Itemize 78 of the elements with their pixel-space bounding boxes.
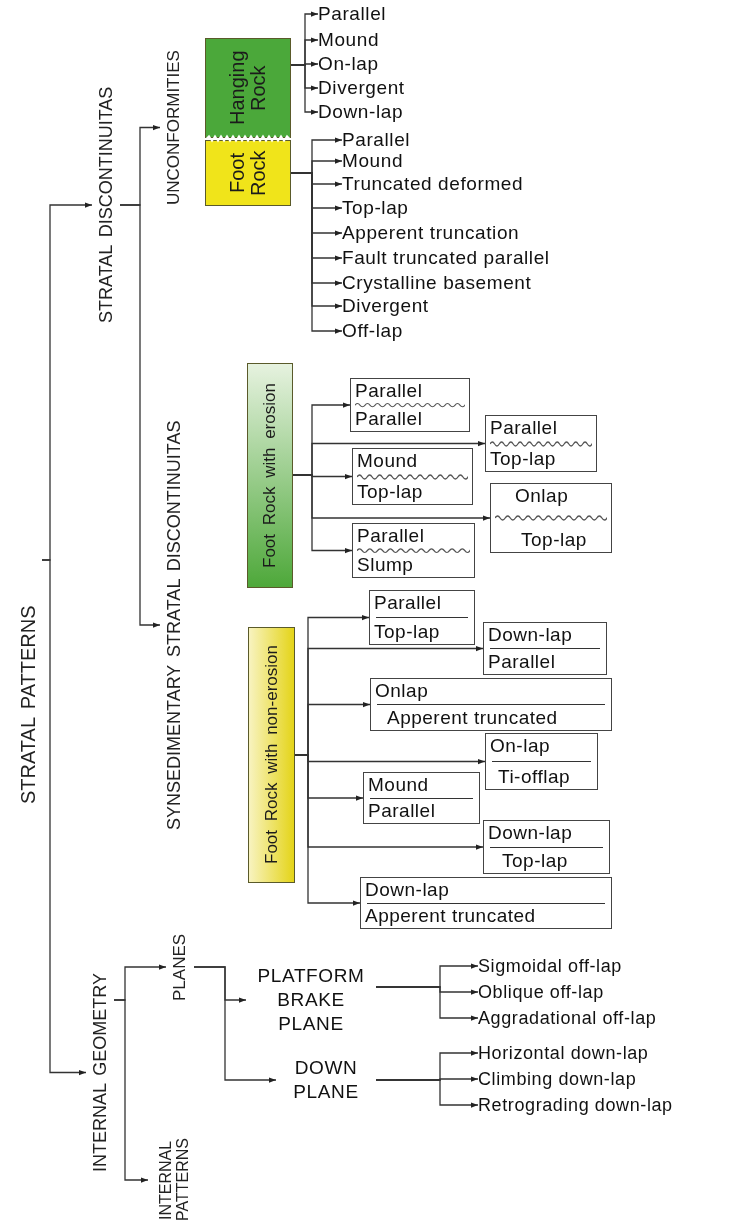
category-label: PLANES xyxy=(166,922,194,1012)
box-label: Down-lap xyxy=(488,822,574,844)
box-label: Top-lap xyxy=(374,621,441,643)
pattern-box xyxy=(352,523,475,578)
category-label: SYNSEDIMENTARY STRATAL DISCONTINUITAS xyxy=(160,355,188,895)
pattern-label: Off-lap xyxy=(342,319,612,343)
pattern-box xyxy=(360,877,612,929)
category-label: DOWN PLANE xyxy=(276,1052,376,1108)
pattern-box xyxy=(350,378,470,432)
pattern-label: Parallel xyxy=(342,128,612,152)
connector-arrow xyxy=(292,474,353,554)
connector-arrow xyxy=(41,559,87,1076)
box-label: Apperent truncated xyxy=(386,707,559,729)
box-label: Parallel xyxy=(374,592,443,614)
pattern-label: Climbing down-lap xyxy=(478,1067,748,1091)
box-label: Parallel xyxy=(355,380,424,402)
pattern-label: Truncated deformed xyxy=(342,172,612,196)
pattern-label: Aggradational off-lap xyxy=(478,1006,748,1030)
connector-arrow xyxy=(294,754,361,906)
pattern-box xyxy=(363,772,480,824)
pattern-label: Parallel xyxy=(318,2,588,26)
box-label: Down-lap xyxy=(488,624,574,646)
connector-arrow xyxy=(290,172,343,334)
connector-arrow xyxy=(375,1079,479,1108)
pattern-label: On-lap xyxy=(318,52,588,76)
pattern-box xyxy=(369,590,475,645)
pattern-box xyxy=(370,678,612,731)
category-label: UNCONFORMITIES xyxy=(160,30,188,225)
pattern-box xyxy=(352,448,473,505)
pattern-box xyxy=(485,415,597,472)
box-label: Top-lap xyxy=(520,529,588,551)
connector-arrow xyxy=(119,204,161,628)
pattern-label: Sigmoidal off-lap xyxy=(478,954,748,978)
box-label: Parallel xyxy=(368,800,437,822)
connector-arrow xyxy=(193,966,277,1083)
box-label: Top-lap xyxy=(490,448,557,470)
box-label: Ti-offlap xyxy=(497,766,572,788)
category-label: PLATFORM BRAKE PLANE xyxy=(246,955,376,1045)
box-label: Mound xyxy=(357,450,419,472)
box-label: Mound xyxy=(368,774,430,796)
category-label: INTERNAL PATTERNS xyxy=(148,1130,202,1230)
pattern-label: Oblique off-lap xyxy=(478,980,748,1004)
pattern-box xyxy=(483,622,607,675)
box-label: On-lap xyxy=(490,735,552,757)
box-label: Parallel xyxy=(355,408,424,430)
box-label: Apperent truncated xyxy=(365,905,537,927)
pattern-label: Down-lap xyxy=(318,100,588,124)
pattern-label: Horizontal down-lap xyxy=(478,1041,748,1065)
pattern-box xyxy=(485,733,598,790)
rock-box: Foot Rock with erosion xyxy=(247,363,293,588)
rock-box: Foot Rock with non-erosion xyxy=(248,627,295,883)
rock-box: Foot Rock xyxy=(205,140,291,206)
pattern-label: Top-lap xyxy=(342,196,612,220)
rock-box: Hanging Rock xyxy=(205,38,291,138)
box-label: Down-lap xyxy=(365,879,451,901)
pattern-label: Divergent xyxy=(342,294,612,318)
pattern-label: Retrograding down-lap xyxy=(478,1093,748,1117)
box-label: Parallel xyxy=(490,417,559,439)
box-label: Top-lap xyxy=(501,850,569,872)
pattern-label: Divergent xyxy=(318,76,588,100)
pattern-box xyxy=(483,820,610,874)
pattern-label: Mound xyxy=(342,149,612,173)
box-label: Slump xyxy=(357,554,415,576)
category-label: STRATAL PATTERNS xyxy=(14,540,42,870)
box-label: Onlap xyxy=(514,485,570,507)
box-label: Top-lap xyxy=(357,481,424,503)
box-label: Parallel xyxy=(357,525,426,547)
box-label: Onlap xyxy=(375,680,430,702)
connector-arrow xyxy=(375,986,479,1021)
category-label: STRATAL DISCONTINUITAS xyxy=(92,60,120,350)
pattern-box xyxy=(490,483,612,553)
pattern-label: Fault truncated parallel xyxy=(342,246,612,270)
pattern-label: Apperent truncation xyxy=(342,221,612,245)
pattern-label: Mound xyxy=(318,28,588,52)
category-label: INTERNAL GEOMETRY xyxy=(86,960,114,1185)
box-label: Parallel xyxy=(488,651,557,673)
connector-arrow xyxy=(113,999,149,1183)
pattern-label: Crystalline basement xyxy=(342,271,612,295)
